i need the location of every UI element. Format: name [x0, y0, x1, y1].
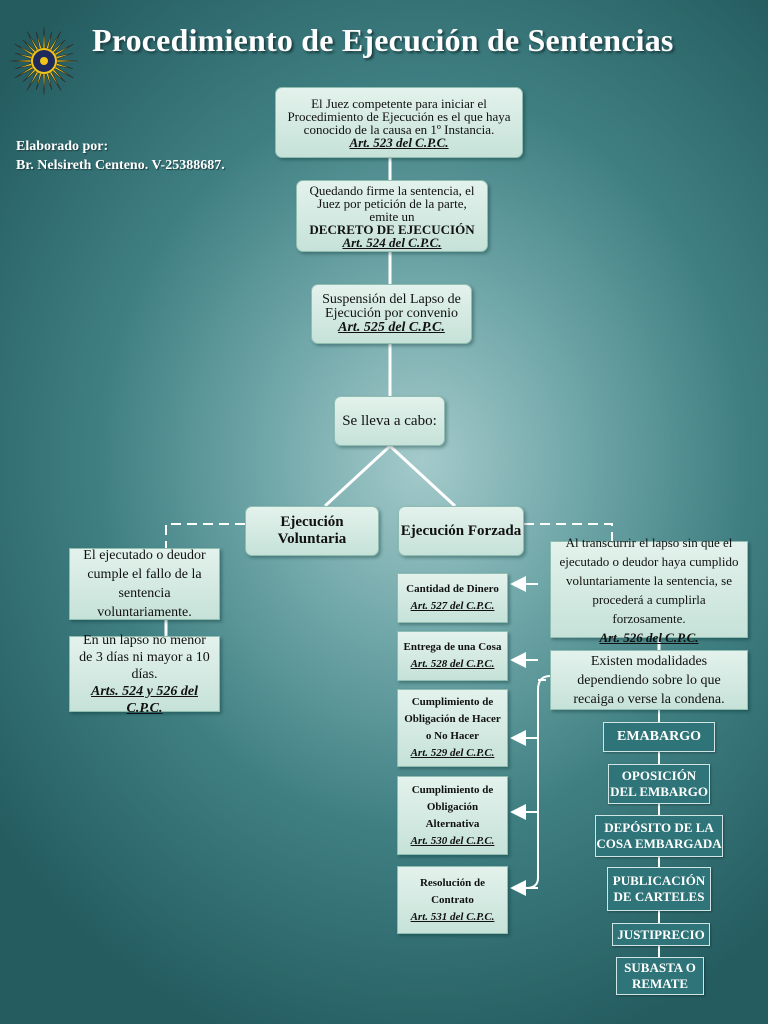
type-resolucion-contrato: Resolución de Contrato Art. 531 del C.P.…: [397, 866, 508, 934]
voluntaria-lapso-box: En un lapso no menor de 3 días ni mayor …: [69, 633, 220, 716]
type-ref: Art. 531 del C.P.C.: [410, 910, 495, 923]
forzada-desc-ref: Art. 526 del C.P.C.: [599, 629, 699, 645]
voluntaria-desc-box: El ejecutado o deudor cumple el fallo de…: [69, 548, 220, 620]
step-label: JUSTIPRECIO: [617, 926, 705, 942]
juez-text: El Juez competente para iniciar el Proce…: [287, 95, 511, 137]
step-label: SUBASTA O REMATE: [624, 960, 696, 991]
step-oposicion: OPOSICIÓN DEL EMBARGO: [608, 764, 710, 804]
suspension-text: Suspensión del Lapso de Ejecución por co…: [322, 292, 461, 321]
type-name: Cumplimiento de Obligación de Hacer o No…: [404, 696, 501, 742]
type-entrega-cosa: Entrega de una Cosa Art. 528 del C.P.C.: [397, 631, 508, 681]
decreto-bold: DECRETO DE EJECUCIÓN: [309, 221, 475, 237]
modalidades-box: Existen modalidades dependiendo sobre lo…: [550, 650, 748, 710]
step-label: PUBLICACIÓN DE CARTELES: [612, 873, 706, 904]
se-lleva-text: Se lleva a cabo:: [342, 412, 437, 429]
author-name: Br. Nelsireth Centeno. V-25388687.: [16, 158, 225, 173]
sun-logo-icon: [9, 26, 79, 96]
type-ref: Art. 528 del C.P.C.: [410, 658, 495, 670]
decreto-ref: Art. 524 del C.P.C.: [342, 234, 442, 250]
decreto-box: Quedando firme la sentencia, el Juez por…: [296, 180, 488, 252]
connector-selleva-forzada: [388, 444, 457, 508]
author-block: Elaborado por: Br. Nelsireth Centeno. V-…: [16, 137, 225, 175]
step-publicacion: PUBLICACIÓN DE CARTELES: [607, 867, 711, 911]
dashed-connector-voluntaria: [165, 523, 245, 548]
bracket-modalidades: [525, 675, 551, 889]
type-obligacion-alternativa: Cumplimiento de Obligación Alternativa A…: [397, 776, 508, 855]
decreto-text: Quedando firme la sentencia, el Juez por…: [309, 182, 475, 224]
step-subasta: SUBASTA O REMATE: [616, 957, 704, 995]
type-name: Entrega de una Cosa: [403, 641, 502, 653]
step-label: DEPÓSITO DE LA COSA EMBARGADA: [596, 820, 722, 851]
voluntaria-lapso-ref: Arts. 524 y 526 del C.P.C.: [91, 683, 198, 716]
juez-box: El Juez competente para iniciar el Proce…: [275, 87, 523, 158]
voluntaria-label: Ejecución Voluntaria: [277, 514, 347, 547]
step-justiprecio: JUSTIPRECIO: [612, 923, 710, 946]
forzada-desc-text: Al transcurrir el lapso sin que el ejecu…: [559, 534, 739, 626]
suspension-ref: Art. 525 del C.P.C.: [338, 320, 445, 335]
forzada-desc-box: Al transcurrir el lapso sin que el ejecu…: [550, 535, 748, 645]
type-name: Resolución de Contrato: [419, 876, 486, 906]
type-ref: Art. 530 del C.P.C.: [410, 834, 495, 847]
page-title: Procedimiento de Ejecución de Sentencias: [92, 22, 674, 58]
suspension-box: Suspensión del Lapso de Ejecución por co…: [311, 284, 472, 344]
voluntaria-lapso-text: En un lapso no menor de 3 días ni mayor …: [79, 632, 210, 682]
voluntaria-desc: El ejecutado o deudor cumple el fallo de…: [83, 548, 206, 620]
type-ref: Art. 529 del C.P.C.: [410, 747, 495, 759]
type-name: Cumplimiento de Obligación Alternativa: [411, 783, 494, 830]
step-label: EMABARGO: [617, 729, 701, 744]
type-name: Cantidad de Dinero: [406, 583, 499, 595]
forzada-label: Ejecución Forzada: [400, 522, 522, 539]
forzada-box: Ejecución Forzada: [398, 506, 524, 556]
step-label: OPOSICIÓN DEL EMBARGO: [610, 768, 708, 799]
voluntaria-box: Ejecución Voluntaria: [245, 506, 379, 556]
juez-ref: Art. 523 del C.P.C.: [349, 134, 449, 150]
dashed-connector-forzada: [524, 523, 613, 541]
type-cantidad-dinero: Cantidad de Dinero Art. 527 del C.P.C.: [397, 573, 508, 623]
type-ref: Art. 527 del C.P.C.: [410, 600, 495, 612]
type-obligacion-hacer: Cumplimiento de Obligación de Hacer o No…: [397, 689, 508, 767]
se-lleva-box: Se lleva a cabo:: [334, 396, 445, 446]
modalidades-text: Existen modalidades dependiendo sobre lo…: [573, 653, 725, 707]
step-deposito: DEPÓSITO DE LA COSA EMBARGADA: [595, 815, 723, 857]
connector-selleva-voluntaria: [323, 444, 392, 508]
step-embargo: EMABARGO: [603, 722, 715, 752]
author-label: Elaborado por:: [16, 139, 109, 154]
